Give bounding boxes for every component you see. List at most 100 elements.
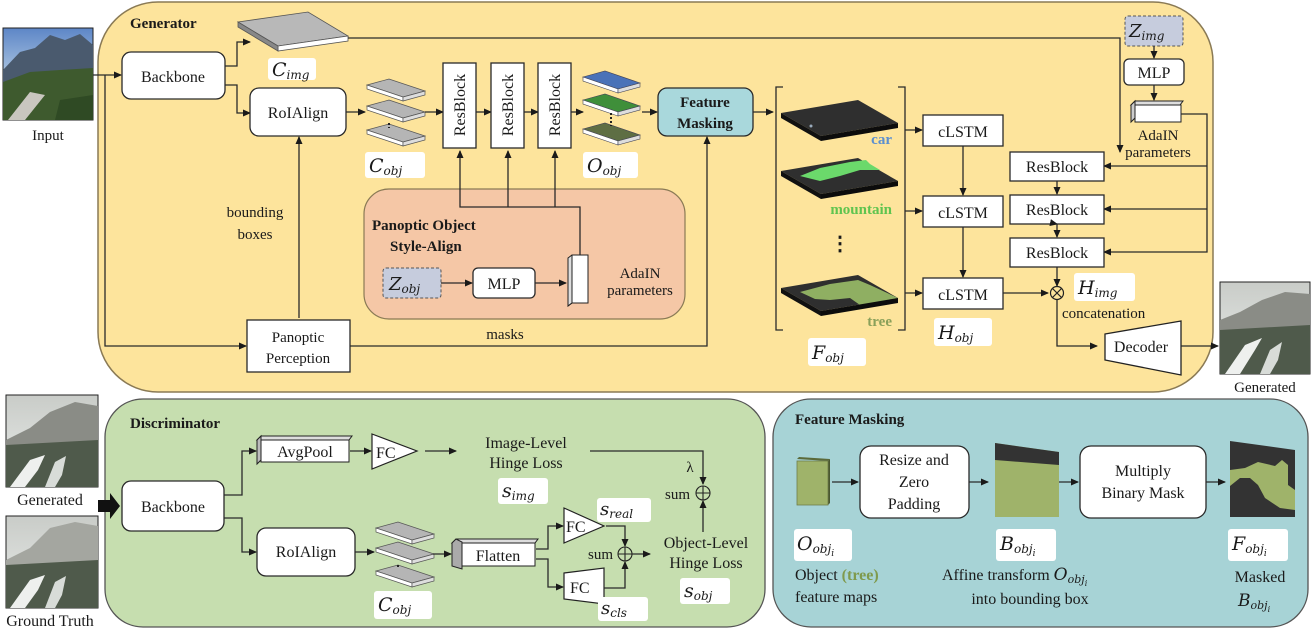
c-obj-feature-stack	[365, 78, 427, 147]
svg-text:cLSTM: cLSTM	[938, 124, 988, 141]
panoptic-perception-box: Panoptic Perception	[246, 319, 351, 373]
svg-text:simg: simg	[502, 480, 535, 503]
concatenation-label: concatenation	[1062, 306, 1146, 322]
svg-text:Oobj: Oobj	[587, 155, 621, 178]
fobj-map-mountain	[781, 158, 898, 199]
fc-real-to-sum-arrow	[606, 525, 629, 547]
object-caption-2: feature maps	[795, 589, 877, 606]
disc-generated-image	[5, 394, 99, 488]
svg-text:MLP: MLP	[1138, 65, 1171, 82]
label-car: car	[871, 132, 892, 148]
svg-text:FC: FC	[566, 519, 586, 536]
h-obj-label: Hobj	[934, 318, 992, 346]
object-sum-label: sum	[588, 547, 613, 563]
generated-output-image	[1219, 281, 1311, 375]
svg-text:Hobj: Hobj	[937, 322, 973, 345]
f-obji-label: Fobji	[1228, 529, 1288, 561]
svg-text:Oobji: Oobji	[797, 533, 834, 559]
svg-text:ResBlock: ResBlock	[547, 74, 564, 136]
disc-fc-image: FC	[371, 433, 419, 470]
svg-text:Style-Align: Style-Align	[390, 239, 462, 255]
disc-roialign-box: RoIAlign	[256, 527, 356, 577]
svg-text:Resize and: Resize and	[879, 452, 949, 469]
h-img-label: Himg	[1074, 273, 1135, 301]
backbone-to-roialign-arrow	[225, 84, 251, 117]
b-obji-label: Bobji	[996, 529, 1056, 561]
feature-map-layer-edge	[411, 533, 435, 545]
svg-text:Fobji: Fobji	[1231, 533, 1267, 559]
disc-backbone-box: Backbone	[121, 480, 225, 532]
svg-text:scls: scls	[601, 598, 627, 620]
disc-c-obj-label: Cobj	[374, 591, 432, 619]
resblock-vertical-1: ResBlock	[442, 62, 477, 149]
avgpool-box: AvgPool	[255, 434, 353, 466]
masks-arrow	[350, 136, 711, 347]
o-obj-feature-stack	[581, 70, 642, 146]
svg-text:Bobji: Bobji	[999, 533, 1036, 559]
generator-backbone-box: Backbone	[121, 51, 226, 100]
f-obji-map	[1230, 441, 1295, 517]
feature-map-layer-edge	[402, 90, 426, 102]
image-loss-to-sum-arrow	[590, 450, 707, 485]
svg-text:Zobj: Zobj	[388, 274, 420, 296]
generator-roialign-box: RoIAlign	[249, 87, 347, 137]
final-sum-icon	[695, 485, 711, 501]
disc-backbone-to-avgpool-arrow	[224, 447, 257, 496]
bounding-boxes-label: bounding	[227, 205, 284, 221]
fobj-bracket-right	[898, 86, 906, 331]
flatten-to-fc-real-arrow	[536, 522, 564, 550]
image-level-loss-label-2: Hinge Loss	[489, 455, 562, 472]
masks-label: masks	[486, 327, 524, 343]
generated-output-label: Generated	[1234, 380, 1296, 396]
feature-map-layer-edge	[411, 576, 435, 588]
feature-masking-box: Feature Masking	[657, 87, 754, 137]
svg-text:ResBlock: ResBlock	[452, 74, 469, 136]
fobj-bracket-left	[775, 86, 783, 331]
c-img-feature-map	[236, 11, 350, 52]
z-obj-latent: Zobj	[382, 267, 442, 299]
decoder-box: Decoder	[1104, 320, 1182, 376]
resblock-horizontal-3: ResBlock	[1009, 237, 1105, 268]
discriminator-title: Discriminator	[130, 416, 220, 432]
s-cls-label: scls	[598, 597, 648, 621]
generator-backbone-label: Backbone	[141, 69, 205, 86]
svg-text:Zero: Zero	[899, 474, 929, 491]
masked-caption-b-obji: Bobji	[1237, 591, 1271, 614]
generator-title: Generator	[130, 16, 197, 32]
disc-input-arrow	[98, 493, 120, 519]
svg-text:Zimg: Zimg	[1128, 21, 1165, 43]
svg-text:Panoptic: Panoptic	[272, 330, 325, 346]
adain-obj-parameters: AdaIN parameters	[567, 254, 673, 307]
o-obji-label: Oobji	[794, 529, 852, 561]
clstm-1: cLSTM	[922, 114, 1004, 147]
b-obji-map	[995, 443, 1059, 517]
svg-text:parameters: parameters	[1125, 145, 1191, 161]
disc-generated-label: Generated	[17, 492, 83, 509]
style-align-mlp-box: MLP	[472, 267, 536, 299]
z-img-latent: Zimg	[1124, 15, 1184, 47]
c-img-label: Cimg	[268, 58, 316, 82]
resblock-vertical-3: ResBlock	[537, 62, 572, 149]
svg-text:FC: FC	[376, 445, 396, 462]
fc-real: FC	[563, 507, 606, 544]
affine-caption: Affine transform Oobji	[942, 565, 1088, 588]
concatenation-icon	[1049, 285, 1065, 301]
svg-text:Fobj: Fobj	[811, 342, 844, 365]
disc-backbone-to-roialign-arrow	[224, 517, 257, 556]
svg-text:cLSTM: cLSTM	[938, 287, 988, 304]
final-sum-label: sum	[665, 487, 690, 503]
multiply-binary-mask-box: Multiply Binary Mask	[1079, 445, 1207, 519]
svg-text:Cimg: Cimg	[272, 59, 310, 82]
svg-text:AdaIN: AdaIN	[620, 266, 661, 282]
resize-zero-padding-box: Resize and Zero Padding	[859, 445, 970, 519]
adain-to-resblock3-arrow	[1103, 113, 1208, 256]
svg-text:Cobj: Cobj	[378, 594, 411, 617]
s-real-label: sreal	[597, 498, 651, 522]
label-mountain: mountain	[830, 202, 892, 218]
ellipsis-icon: ⋮	[830, 233, 850, 255]
adain-to-resblock1-arrow	[456, 150, 581, 255]
svg-text:AvgPool: AvgPool	[277, 444, 333, 461]
clstm-2: cLSTM	[922, 195, 1004, 228]
svg-text:ResBlock: ResBlock	[1026, 245, 1088, 262]
